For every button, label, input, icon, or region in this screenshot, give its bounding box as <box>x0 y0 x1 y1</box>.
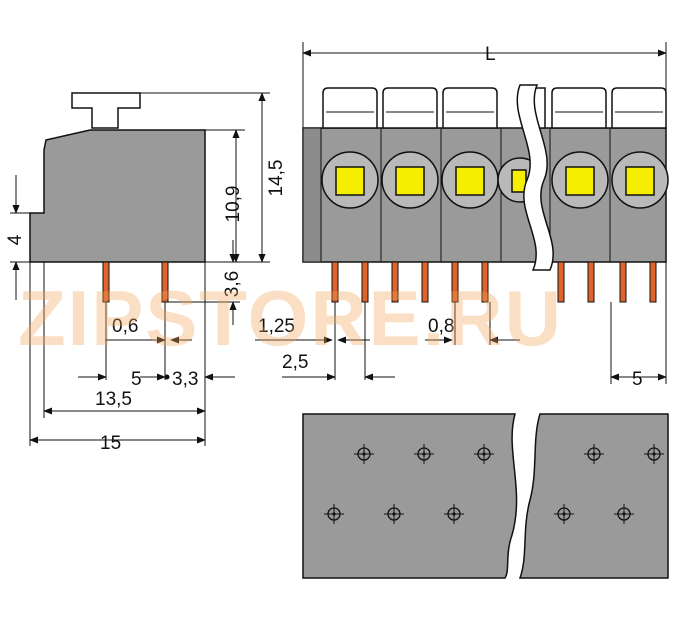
dim-3-6: 3,6 <box>222 271 243 297</box>
front-endplate <box>302 127 322 263</box>
pcb-left-panel <box>302 413 518 579</box>
watermark: ZIPSTORE.RU <box>18 274 563 362</box>
drill-hole-icon <box>554 504 574 524</box>
front-view: L <box>255 42 669 390</box>
front-pins <box>331 261 657 303</box>
dim-15: 15 <box>100 433 121 454</box>
dim-0-6: 0,6 <box>112 316 138 337</box>
pcb-holes <box>324 444 664 524</box>
dim-5-left: 5 <box>131 369 142 390</box>
dim-13-5: 13,5 <box>95 389 132 410</box>
screw-head <box>71 92 141 129</box>
dim-2-5: 2,5 <box>282 352 308 373</box>
dim-4: 4 <box>5 234 26 245</box>
dim-5-right: 5 <box>632 369 643 390</box>
drill-hole-icon <box>444 504 464 524</box>
drill-hole-icon <box>474 444 494 464</box>
drill-hole-icon <box>354 444 374 464</box>
drill-hole-icon <box>384 504 404 524</box>
dim-3-3: 3,3 <box>172 369 198 390</box>
dim-L: L <box>485 44 496 65</box>
dim-0-8: 0,8 <box>428 316 454 337</box>
drill-hole-icon <box>644 444 664 464</box>
drill-hole-icon <box>584 444 604 464</box>
pcb-footprint <box>302 413 669 579</box>
drill-hole-icon <box>614 504 634 524</box>
pcb-right-panel <box>518 413 669 579</box>
push-buttons <box>321 151 669 209</box>
side-housing <box>29 129 206 263</box>
dim-14-5: 14,5 <box>266 160 287 197</box>
dim-10-9: 10,9 <box>223 186 244 223</box>
side-view: 14,5 10,9 4 3,6 0,6 5 3,3 13,5 15 <box>5 92 287 454</box>
drill-hole-icon <box>324 504 344 524</box>
caps <box>322 87 667 129</box>
break-gap <box>516 84 554 271</box>
drill-hole-icon <box>414 444 434 464</box>
dim-1-25: 1,25 <box>258 316 295 337</box>
